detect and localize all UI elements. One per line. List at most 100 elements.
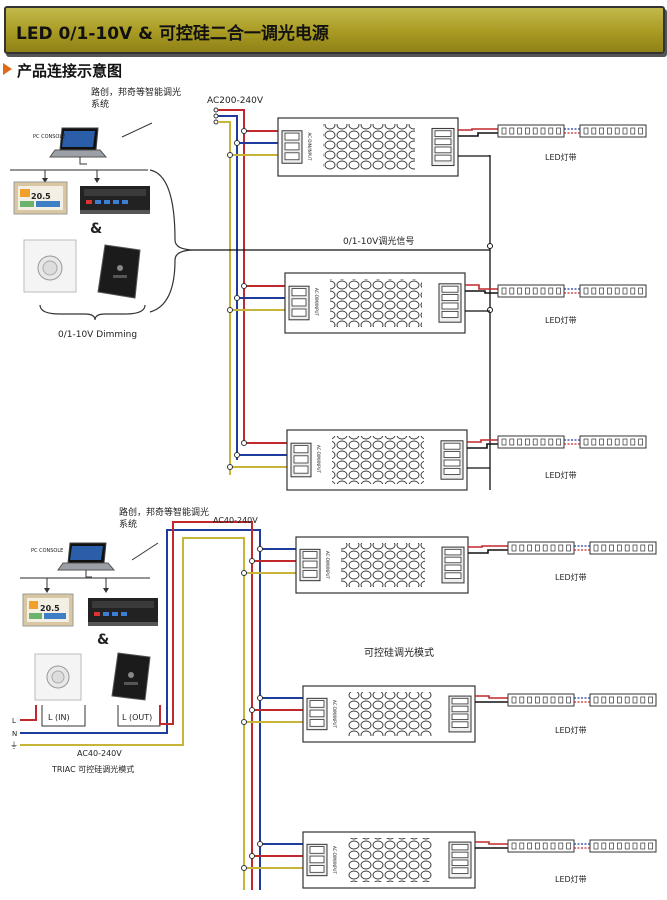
junction-dot	[257, 546, 263, 552]
driver-model-text: AC-DIM/INPUT	[307, 133, 312, 161]
driver-model-text: AC-DIM/INPUT	[314, 288, 319, 316]
led-chip	[535, 696, 540, 704]
output-screw	[444, 548, 462, 556]
terminal-n-label: N	[12, 730, 17, 738]
led-chip	[583, 287, 589, 295]
output-wire-negative	[467, 443, 498, 449]
input-screw	[284, 152, 300, 161]
led-chip	[566, 696, 571, 704]
section-title: 产品连接示意图	[17, 62, 123, 80]
input-screw	[302, 551, 318, 559]
output-wire-positive	[458, 128, 498, 131]
led-chip	[509, 438, 515, 446]
led-strip-segment	[589, 541, 657, 555]
driver-model-text: AC-DIM/INPUT	[325, 551, 330, 579]
led-chip	[609, 696, 614, 704]
input-screw	[302, 560, 318, 569]
output-screw	[451, 867, 469, 874]
led-chip	[532, 438, 538, 446]
rotary-dimmer-icon	[23, 239, 77, 293]
led-chip	[599, 287, 604, 295]
led-strip-segment	[589, 839, 657, 853]
link-line-2	[131, 542, 159, 561]
led-strip-segment	[579, 124, 647, 138]
output-screw	[451, 713, 469, 720]
diagram2: 路创，邦奇等智能调光 系统 PC CONSOLE 20.5	[10, 506, 587, 890]
rotary-dimmer-icon-2	[34, 653, 82, 701]
led-chip	[566, 544, 571, 552]
led-chip	[556, 287, 561, 295]
led-chip	[558, 544, 564, 552]
led-chip	[501, 438, 507, 446]
output-wire-negative	[468, 549, 508, 554]
touch-dimmer-icon-2	[111, 652, 151, 701]
output-screw	[451, 697, 469, 705]
led-chip	[532, 127, 538, 135]
output-screw	[451, 859, 469, 866]
led-chip	[517, 438, 522, 446]
led-chip	[501, 127, 507, 135]
led-chip	[632, 544, 638, 552]
led-strip-segment	[497, 124, 565, 138]
led-chip	[630, 287, 636, 295]
led-chip	[583, 438, 589, 446]
pc-console-label-2: PC CONSOLE	[31, 548, 63, 554]
led-strip-3	[497, 435, 647, 449]
control-system-label-line1: 路创，邦奇等智能调光	[91, 86, 181, 98]
signal-label: 0/1-10V调光信号	[343, 235, 414, 247]
led-chip	[617, 696, 622, 704]
led-driver-4: AC-DIM/INPUT	[295, 536, 469, 594]
touch-dimmer-icon	[97, 244, 141, 299]
input-screw	[293, 455, 309, 464]
junction-dot	[227, 307, 233, 313]
input-screw	[291, 308, 307, 317]
led-chip	[511, 696, 517, 704]
output-wire-negative	[458, 132, 498, 137]
driver-model-text: AC-DIM/INPUT	[332, 846, 337, 874]
led-label-1: LED灯带	[545, 152, 577, 162]
led-chip	[527, 544, 532, 552]
led-chip	[527, 842, 532, 850]
output-screw	[451, 843, 469, 851]
led-label-3: LED灯带	[545, 470, 577, 480]
led-chip	[638, 127, 643, 135]
diagram1: 路创，邦奇等智能调光 系统 PC CONSOLE 20.5	[10, 86, 577, 490]
led-chip	[583, 127, 589, 135]
input-screw	[309, 709, 325, 718]
dimming-controller-icon-2	[88, 598, 158, 626]
led-chip	[558, 696, 564, 704]
output-screw	[441, 302, 459, 310]
terminal-earth-label: ⏚	[10, 741, 18, 750]
section-arrow-icon	[3, 63, 12, 75]
led-chip	[591, 287, 597, 295]
led-chip	[593, 696, 599, 704]
ac-label-top: AC40-240V	[213, 516, 258, 525]
led-chip	[558, 842, 564, 850]
mode-label: 可控硅调光模式	[364, 646, 434, 659]
led-label-6: LED灯带	[555, 874, 587, 884]
output-screw	[451, 851, 469, 859]
led-chip	[535, 544, 540, 552]
junction-dot	[249, 853, 255, 859]
led-chip	[542, 842, 548, 850]
heatsink-grill	[323, 124, 415, 170]
junction-dot	[241, 570, 247, 576]
led-chip	[527, 696, 532, 704]
led-chip	[556, 127, 561, 135]
led-chip	[607, 127, 612, 135]
led-chip	[601, 842, 607, 850]
led-chip	[519, 696, 525, 704]
led-driver-1: AC-DIM/INPUT	[277, 117, 459, 177]
led-chip	[622, 287, 628, 295]
triac-label: TRIAC 可控硅调光模式	[51, 764, 134, 774]
junction-dot	[241, 719, 247, 725]
led-label-4: LED灯带	[555, 572, 587, 582]
led-chip	[599, 127, 604, 135]
led-chip	[556, 438, 561, 446]
screen-value-2: 20.5	[40, 604, 60, 613]
control-system-label-2: 路创，邦奇等智能调光 系统	[119, 506, 212, 530]
led-chip	[540, 287, 546, 295]
input-screw	[302, 570, 318, 578]
input-screw	[309, 846, 325, 854]
